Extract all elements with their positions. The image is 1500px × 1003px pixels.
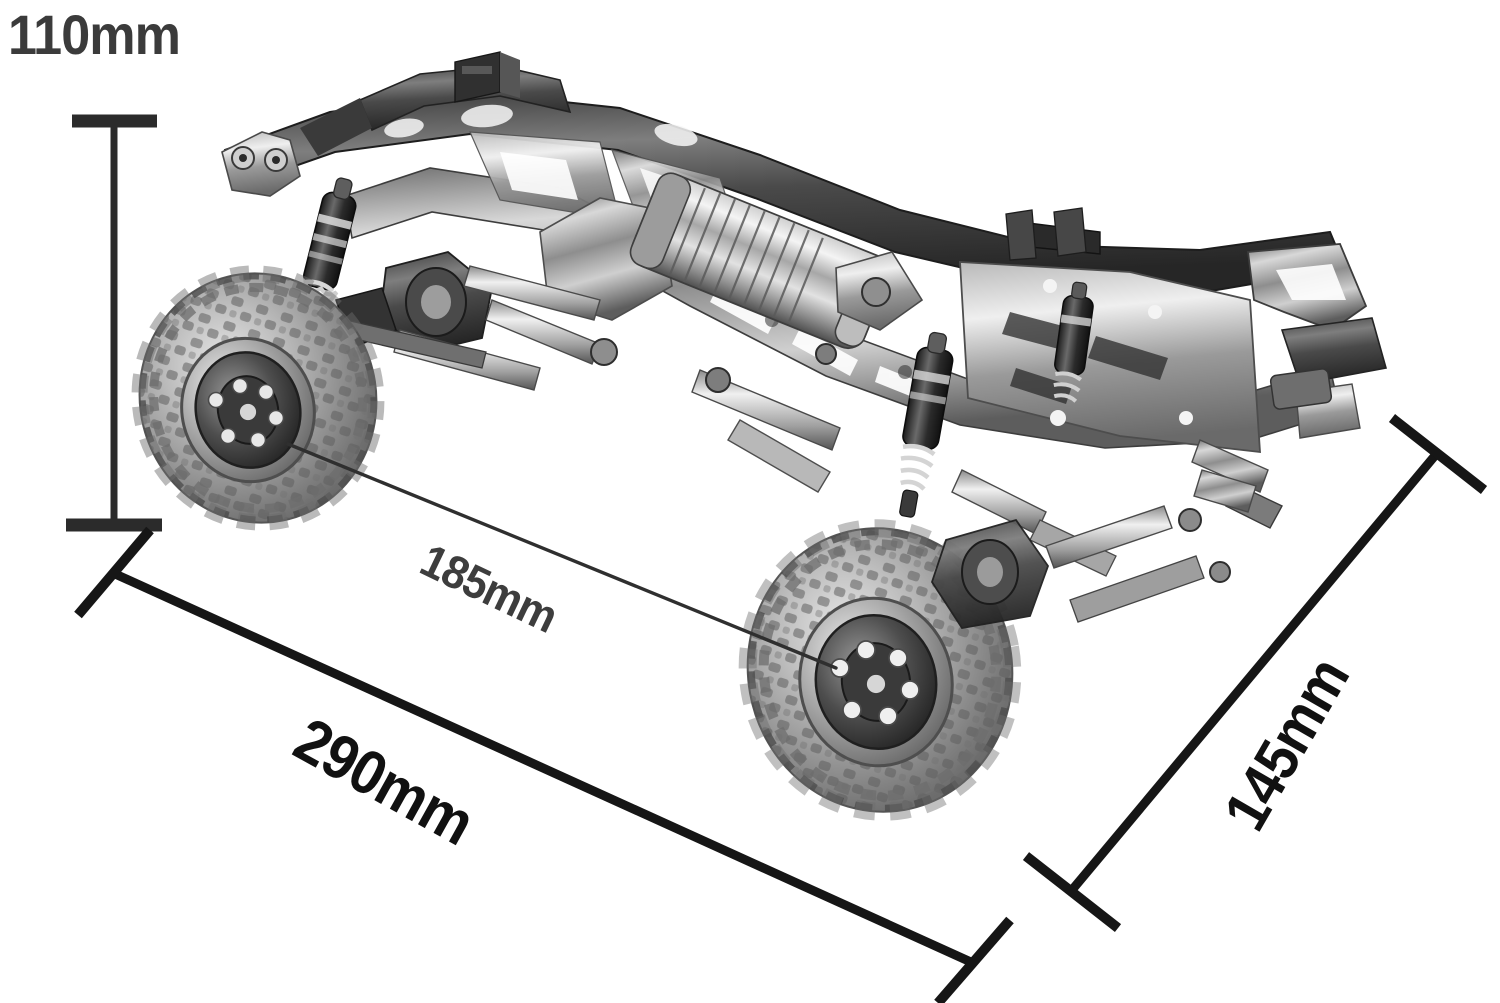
rear-shock-absorber: [899, 331, 954, 518]
front-wheel: [130, 265, 390, 535]
rear-suspension-links: [1045, 469, 1257, 623]
motor-and-transmission: [539, 172, 924, 350]
rear-wheel: [738, 518, 1050, 821]
height-dimension-label: 110mm: [8, 3, 181, 66]
front-axle-assembly: [335, 251, 618, 391]
rear-right-shock-absorber: [1053, 281, 1094, 403]
